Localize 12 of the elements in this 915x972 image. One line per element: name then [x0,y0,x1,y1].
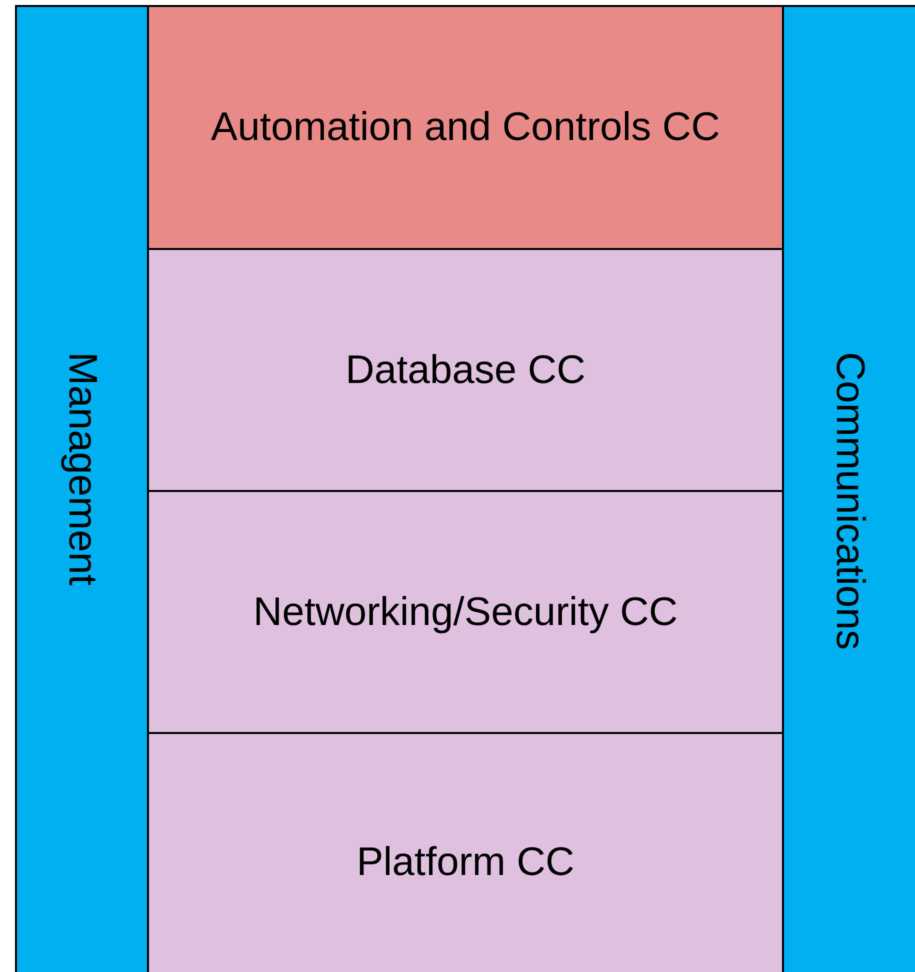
bar-label: Communications [827,352,872,650]
bar-label: Management [60,352,104,586]
layer-band [147,248,784,492]
layer-band [147,490,784,734]
layer-band [147,5,784,250]
layer-label: Database CC [345,348,586,392]
layer-label: Platform CC [356,840,574,884]
layer-label: Networking/Security CC [253,590,678,634]
side-bar [782,5,915,972]
layer-label: Automation and Controls CC [210,105,720,150]
side-bar [15,5,149,972]
layer-band [147,732,784,972]
